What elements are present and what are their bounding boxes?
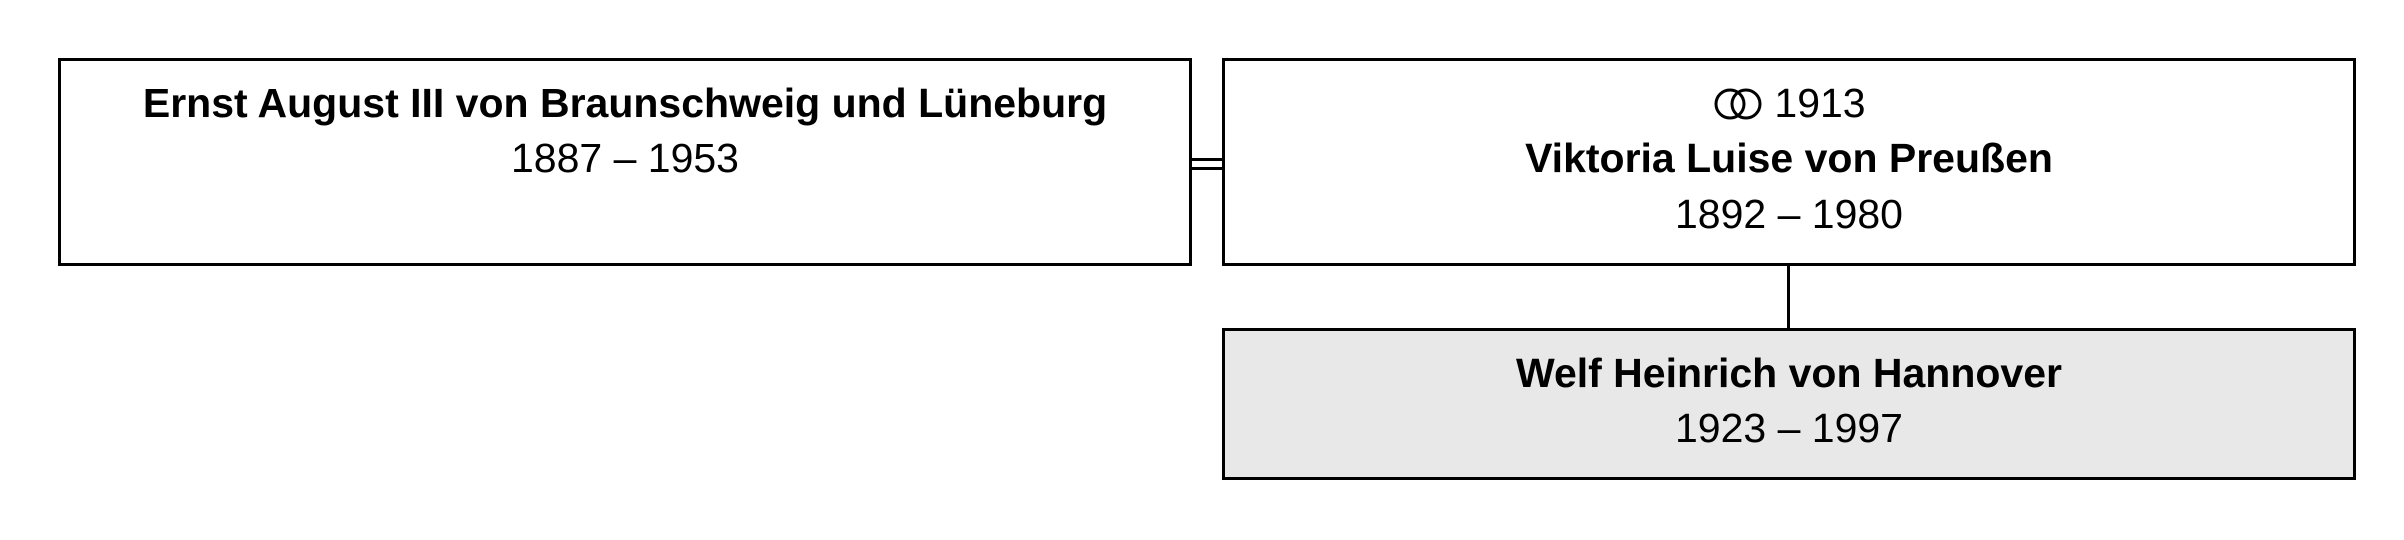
husband-name: Ernst August III von Braunschweig und Lü… (142, 80, 1108, 126)
wedding-rings-icon (1714, 88, 1762, 120)
child-dates: 1923 – 1997 (1674, 405, 1903, 451)
marriage-info: 1913 (1225, 77, 2353, 130)
marriage-year: 1913 (1774, 80, 1866, 126)
person-box-child: Welf Heinrich von Hannover 1923 – 1997 (1222, 328, 2356, 480)
husband-dates: 1887 – 1953 (510, 135, 739, 181)
marriage-connector-top (1192, 158, 1222, 161)
wife-dates: 1892 – 1980 (1674, 191, 1903, 237)
descent-connector (1787, 266, 1790, 330)
person-box-husband: Ernst August III von Braunschweig und Lü… (58, 58, 1192, 266)
person-box-wife: 1913 Viktoria Luise von Preußen 1892 – 1… (1222, 58, 2356, 266)
marriage-connector-bottom (1192, 167, 1222, 170)
child-name: Welf Heinrich von Hannover (1515, 350, 2062, 396)
wife-name: Viktoria Luise von Preußen (1525, 135, 2053, 181)
